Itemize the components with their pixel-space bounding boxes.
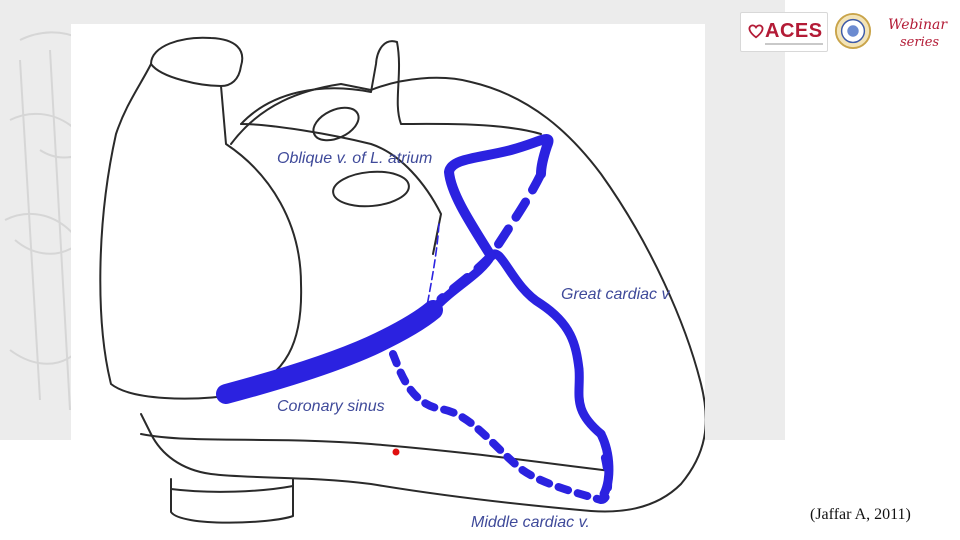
aces-logo-text: ACES xyxy=(765,20,823,43)
pulmonary-vein-opening-lower xyxy=(332,169,411,209)
heart-diagram: Oblique v. of L. atrium Great cardiac v … xyxy=(71,24,705,540)
great-cardiac-vein-label: Great cardiac v xyxy=(561,286,669,304)
citation-text: (Jaffar A, 2011) xyxy=(810,506,911,524)
webinar-logo-line1: Webinar xyxy=(888,17,948,33)
aces-logo-tagline xyxy=(765,43,823,45)
inferior-vessel-outline xyxy=(171,479,293,523)
seal-icon xyxy=(834,12,872,50)
oblique-vein-vessel xyxy=(427,224,439,306)
heart-icon xyxy=(747,22,765,40)
oblique-vein-label: Oblique v. of L. atrium xyxy=(277,150,432,168)
logo-strip: ACES Webinar series xyxy=(740,10,950,54)
red-marker-dot xyxy=(393,449,400,456)
vena-cava-outline xyxy=(100,38,301,399)
middle-cardiac-vein-label: Middle cardiac v. xyxy=(471,514,590,532)
webinar-logo-line2: series xyxy=(900,35,939,50)
heart-drawing xyxy=(71,24,705,540)
aces-logo: ACES xyxy=(740,12,828,52)
ventricle-base-line xyxy=(141,434,611,471)
webinar-series-logo: Webinar series xyxy=(884,12,950,52)
coronary-sinus-label: Coronary sinus xyxy=(277,398,385,416)
atrium-outline xyxy=(241,41,541,134)
